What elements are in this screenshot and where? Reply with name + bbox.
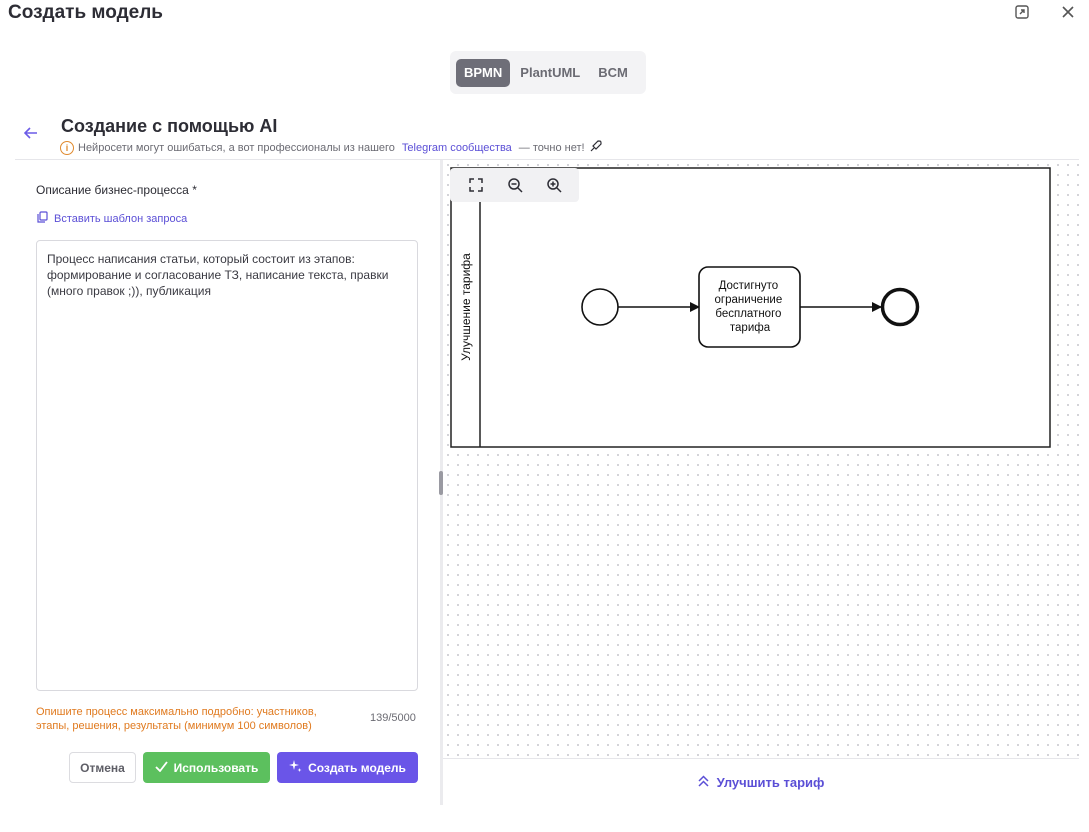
char-counter: 139/5000 (370, 712, 416, 724)
telegram-community-link[interactable]: Telegram сообщества (401, 141, 512, 154)
task-label: Достигнуто ограничение бесплатного тариф… (715, 280, 786, 334)
bpmn-diagram: Улучшение тарифа Достигнуто ограничение … (450, 167, 1051, 448)
double-chevron-up-icon (698, 774, 709, 790)
upgrade-bar: Улучшить тариф (443, 758, 1079, 805)
description-hint: Опишите процесс максимально подробно: уч… (36, 706, 317, 732)
tab-plantuml[interactable]: PlantUML (520, 65, 581, 80)
create-model-button[interactable]: Создать модель (277, 752, 418, 783)
ai-disclaimer: i Нейросети могут ошибаться, а вот профе… (60, 139, 603, 156)
disclaimer-text: Нейросети могут ошибаться, а вот професс… (78, 141, 395, 154)
copy-icon (37, 211, 48, 226)
process-description-input[interactable]: Процесс написания статьи, который состои… (36, 240, 418, 691)
task-limit-reached[interactable] (698, 266, 801, 348)
create-model-label: Создать модель (308, 760, 406, 775)
check-icon (154, 760, 168, 775)
close-icon[interactable] (1058, 2, 1078, 22)
tab-bpmn[interactable]: BPMN (456, 58, 511, 87)
zoom-in-icon[interactable] (544, 175, 564, 195)
back-arrow-icon[interactable] (22, 124, 40, 142)
task-label-line-2: ограничение (715, 294, 783, 306)
canvas-toolbar (450, 168, 579, 202)
upgrade-plan-label: Улучшить тариф (716, 774, 825, 790)
zoom-out-icon[interactable] (505, 175, 525, 195)
disclaimer-suffix: — точно нет! (518, 141, 585, 154)
dialog-title: Создать модель (8, 2, 163, 23)
task-label-line-4: тарифа (730, 322, 771, 334)
use-button-label: Использовать (173, 760, 259, 775)
end-event[interactable] (880, 287, 920, 327)
cancel-button[interactable]: Отмена (69, 752, 136, 783)
page-title: Создание с помощью AI (61, 116, 278, 136)
start-event[interactable] (581, 288, 619, 326)
insert-template-link[interactable]: Вставить шаблон запроса (37, 211, 187, 226)
format-switcher: BPMN PlantUML BCM (450, 51, 646, 94)
fit-screen-icon[interactable] (466, 175, 486, 195)
task-label-line-3: бесплатного (715, 308, 781, 320)
insert-template-label: Вставить шаблон запроса (54, 212, 188, 225)
sparkle-icon (289, 759, 302, 776)
warning-icon: i (60, 140, 74, 155)
prompt-panel: Описание бизнес-процесса * Вставить шабл… (15, 160, 440, 805)
description-label: Описание бизнес-процесса * (36, 183, 197, 197)
tab-bcm[interactable]: BCM (598, 65, 628, 80)
task-label-line-1: Достигнуто (719, 280, 779, 292)
lane-label[interactable]: Улучшение тарифа (459, 253, 473, 361)
rocket-icon (589, 139, 603, 156)
expand-icon[interactable] (1012, 2, 1032, 22)
splitter-handle[interactable] (439, 471, 443, 495)
upgrade-plan-link[interactable]: Улучшить тариф (698, 774, 825, 790)
use-button[interactable]: Использовать (143, 752, 270, 783)
header-divider (15, 159, 1079, 160)
